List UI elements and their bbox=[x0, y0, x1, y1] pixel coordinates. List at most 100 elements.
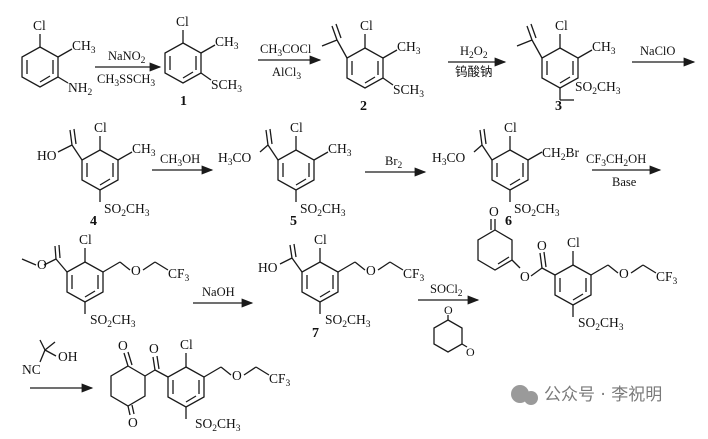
compound-start: Cl CH3 NH2 bbox=[21, 18, 96, 98]
reagent-acetyl-chloride: CH3COCl bbox=[260, 42, 312, 59]
compound-number: 3 bbox=[555, 99, 562, 114]
ester-oxygen-label: O bbox=[37, 257, 47, 272]
cl-label: Cl bbox=[180, 337, 193, 352]
cl-label: Cl bbox=[567, 235, 580, 250]
sulfonyl-label: SO2CH3 bbox=[578, 315, 624, 333]
reaction-arrow-5: CH3OH bbox=[152, 152, 214, 175]
compound-enol-ester: O O O O Cl CF3 SO2CH3 bbox=[477, 204, 678, 333]
cl-label: Cl bbox=[33, 18, 46, 33]
methoxy-label: H3CO bbox=[218, 150, 252, 168]
cl-label: Cl bbox=[504, 120, 517, 135]
reagent-trifluoroethanol: CF3CH2OH bbox=[586, 152, 646, 169]
cyanohydrin-catalyst: NC OH bbox=[22, 339, 78, 377]
compound-number: 2 bbox=[360, 99, 367, 114]
methyl-label: CH3 bbox=[328, 141, 352, 159]
reagent-bromine: Br2 bbox=[385, 154, 403, 171]
reagent-dimethyl-disulfide: CH3SSCH3 bbox=[97, 72, 155, 89]
trifluoromethyl-label: CF3 bbox=[403, 266, 425, 284]
sulfonyl-label: SO2CH3 bbox=[300, 201, 346, 219]
reaction-arrow-9: SOCl2 O O bbox=[418, 282, 480, 359]
reagent-sodium-tungstate: 钨酸钠 bbox=[455, 64, 493, 79]
hydroxyl-label: HO bbox=[258, 260, 278, 275]
sme-label: SCH3 bbox=[211, 77, 242, 95]
reaction-arrow-7: CF3CH2OH Base bbox=[586, 152, 662, 189]
bromomethyl-label: CH2Br bbox=[542, 145, 580, 163]
ether-oxygen-label: O bbox=[131, 263, 141, 278]
reagent-alcl3: AlCl3 bbox=[272, 65, 301, 82]
sulfonyl-label: SO2CH3 bbox=[325, 312, 371, 330]
amine-label: NH2 bbox=[68, 80, 93, 98]
trifluoromethyl-label: CF3 bbox=[656, 269, 678, 287]
compound-number: 7 bbox=[312, 326, 319, 341]
compound-number: 1 bbox=[180, 94, 187, 109]
sme-label: SCH3 bbox=[393, 82, 424, 100]
cl-label: Cl bbox=[360, 18, 373, 33]
compound-2: Cl CH3 SCH3 2 bbox=[321, 18, 424, 114]
sulfonyl-label: SO2CH3 bbox=[514, 201, 560, 219]
sulfonyl-label: SO2CH3 bbox=[195, 416, 241, 434]
methyl-label: CH3 bbox=[215, 34, 239, 52]
watermark-text: 公众号 · 李祝明 bbox=[544, 385, 662, 405]
methyl-label: CH3 bbox=[132, 141, 156, 159]
reagent-methanol: CH3OH bbox=[160, 152, 200, 169]
compound-5: H3CO Cl CH3 SO2CH3 5 bbox=[218, 120, 352, 229]
cl-label: Cl bbox=[555, 18, 568, 33]
compound-number: 4 bbox=[90, 214, 97, 229]
sulfonyl-label: SO2CH3 bbox=[104, 201, 150, 219]
compound-3: Cl CH3 SO2CH3 3 bbox=[516, 18, 621, 114]
ether-oxygen-label: O bbox=[619, 266, 629, 281]
reagent-naclo: NaClO bbox=[640, 44, 675, 58]
methyl-label: CH3 bbox=[592, 39, 616, 57]
carbonyl-oxygen-label: O bbox=[128, 415, 138, 430]
watermark: 公众号 · 李祝明 bbox=[511, 385, 662, 405]
reagent-base: Base bbox=[612, 175, 637, 189]
cyclohexanedione-ring bbox=[110, 365, 146, 407]
reaction-arrow-6: Br2 bbox=[365, 154, 427, 177]
methoxy-label: H3CO bbox=[432, 150, 466, 168]
trifluoromethyl-label: CF3 bbox=[269, 371, 291, 389]
cl-label: Cl bbox=[94, 120, 107, 135]
ether-oxygen-label: O bbox=[366, 263, 376, 278]
wechat-icon-secondary bbox=[524, 391, 538, 405]
carbonyl-oxygen-label: O bbox=[149, 341, 159, 356]
reaction-arrow-2: CH3COCl AlCl3 bbox=[258, 42, 322, 82]
reagent-nano2: NaNO2 bbox=[108, 49, 146, 66]
reagent-h2o2: H2O2 bbox=[460, 44, 488, 61]
trifluoromethyl-label: CF3 bbox=[168, 266, 190, 284]
reaction-arrow-4: NaClO bbox=[632, 44, 696, 67]
cl-label: Cl bbox=[290, 120, 303, 135]
carbonyl-oxygen-label: O bbox=[118, 338, 128, 353]
reaction-arrow-3: H2O2 钨酸钠 bbox=[448, 44, 507, 79]
carbonyl-oxygen-label: O bbox=[537, 238, 547, 253]
compound-1: Cl CH3 SCH3 1 bbox=[164, 14, 242, 109]
ether-oxygen-label: O bbox=[232, 368, 242, 383]
compound-number: 6 bbox=[505, 214, 512, 229]
cl-label: Cl bbox=[176, 14, 189, 29]
hydroxyl-label: HO bbox=[37, 148, 57, 163]
cyclohexenone-ring bbox=[477, 229, 513, 271]
compound-number: 5 bbox=[290, 214, 297, 229]
cl-label: Cl bbox=[314, 232, 327, 247]
methyl-label: CH3 bbox=[397, 39, 421, 57]
compound-6: H3CO Cl CH2Br SO2CH3 6 bbox=[432, 120, 580, 229]
cl-label: Cl bbox=[79, 232, 92, 247]
compound-4: HO Cl CH3 SO2CH3 4 bbox=[37, 120, 156, 229]
carbonyl-oxygen-label: O bbox=[489, 204, 499, 219]
compound-ester-intermediate: O O Cl CF3 SO2CH3 bbox=[21, 232, 190, 330]
nitrile-label: NC bbox=[22, 362, 41, 377]
hydroxyl-label: OH bbox=[58, 349, 78, 364]
methyl-label: CH3 bbox=[72, 38, 96, 56]
carbonyl-oxygen-label: O bbox=[466, 345, 475, 359]
ester-oxygen-label: O bbox=[520, 269, 530, 284]
reagent-naoh: NaOH bbox=[202, 285, 235, 299]
sulfonyl-label: SO2CH3 bbox=[575, 79, 621, 97]
reaction-arrow-1: NaNO2 CH3SSCH3 bbox=[95, 49, 162, 89]
compound-7: O HO Cl CF3 SO2CH3 7 bbox=[258, 232, 425, 341]
sulfonyl-label: SO2CH3 bbox=[90, 312, 136, 330]
compound-product: O O O O Cl CF3 SO2CH3 bbox=[110, 337, 291, 434]
cyclohexanedione-reagent: O O bbox=[433, 303, 475, 359]
carbonyl-oxygen-label: O bbox=[444, 303, 453, 317]
reagent-thionyl-chloride: SOCl2 bbox=[430, 282, 463, 299]
reaction-arrow-8: NaOH bbox=[193, 285, 254, 308]
